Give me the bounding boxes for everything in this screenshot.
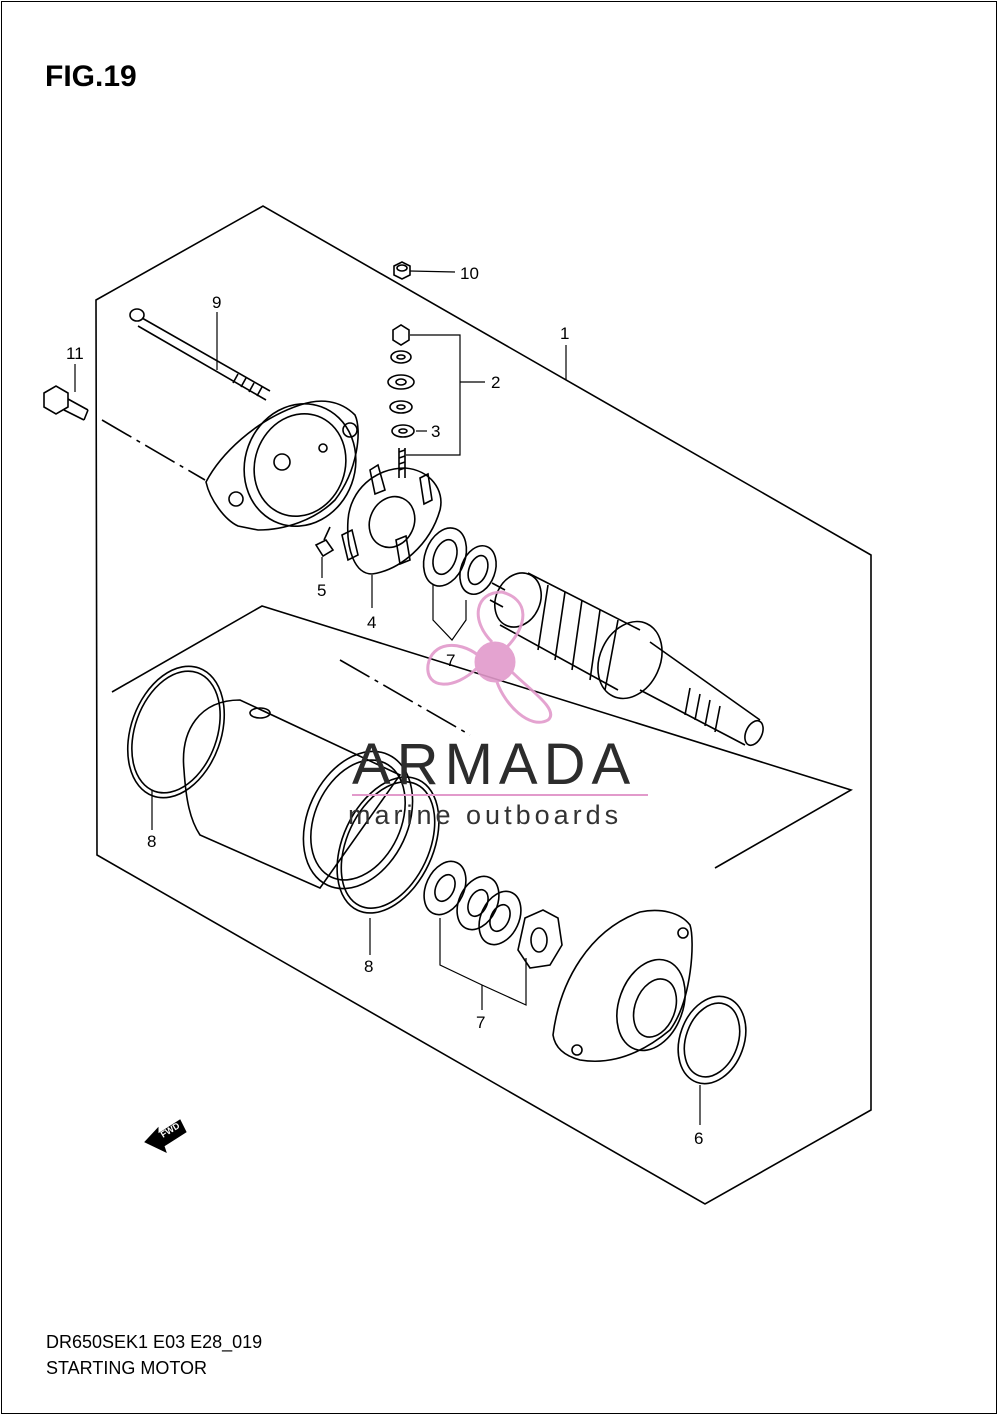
- leader-lines: [74, 270, 701, 1125]
- terminal-washer-stack[interactable]: [387, 324, 415, 438]
- front-bracket[interactable]: [552, 909, 697, 1063]
- armature-washers-upper[interactable]: [416, 522, 503, 599]
- front-o-ring[interactable]: [667, 987, 758, 1093]
- through-bolt[interactable]: [129, 308, 271, 401]
- assembly-inner-line: [111, 605, 853, 869]
- brush-holder[interactable]: [341, 448, 442, 575]
- callout-11: 11: [66, 344, 84, 363]
- assembly-outline: [95, 205, 872, 1205]
- watermark-tagline: marine outboards: [348, 800, 622, 830]
- figure-code: DR650SEK1 E03 E28_019: [46, 1332, 263, 1352]
- callout-labels: 1 2 3 4 5 6 7 7 8 8 9 10 11: [66, 264, 703, 1148]
- callout-5: 5: [317, 581, 326, 600]
- figure-title: FIG.19: [45, 60, 137, 93]
- brush-clip[interactable]: [314, 526, 335, 558]
- callout-6: 6: [694, 1129, 703, 1148]
- mounting-bolt[interactable]: [43, 385, 89, 421]
- callout-3: 3: [431, 422, 440, 441]
- terminal-nut[interactable]: [393, 261, 411, 280]
- motor-yoke[interactable]: [182, 699, 433, 906]
- callout-9: 9: [212, 293, 221, 312]
- callout-4: 4: [367, 613, 376, 632]
- callout-10: 10: [460, 264, 479, 283]
- callout-2: 2: [491, 373, 500, 392]
- callout-7-upper: 7: [446, 651, 455, 670]
- armature-washers-lower[interactable]: [416, 855, 563, 969]
- callout-8-lower: 8: [364, 957, 373, 976]
- figure-name: STARTING MOTOR: [46, 1358, 208, 1378]
- o-ring-lower[interactable]: [317, 761, 459, 930]
- o-ring-upper[interactable]: [110, 653, 241, 812]
- propeller-icon: [426, 590, 553, 724]
- rear-end-cover[interactable]: [205, 388, 373, 542]
- callout-7-lower: 7: [476, 1013, 485, 1032]
- axis-dashed-line: [101, 419, 471, 736]
- watermark: ARMADA marine outboards: [348, 590, 648, 830]
- fwd-arrow-icon: FWD: [144, 1119, 187, 1153]
- callout-8-upper: 8: [147, 832, 156, 851]
- callout-1: 1: [560, 324, 569, 343]
- watermark-name: ARMADA: [352, 732, 636, 797]
